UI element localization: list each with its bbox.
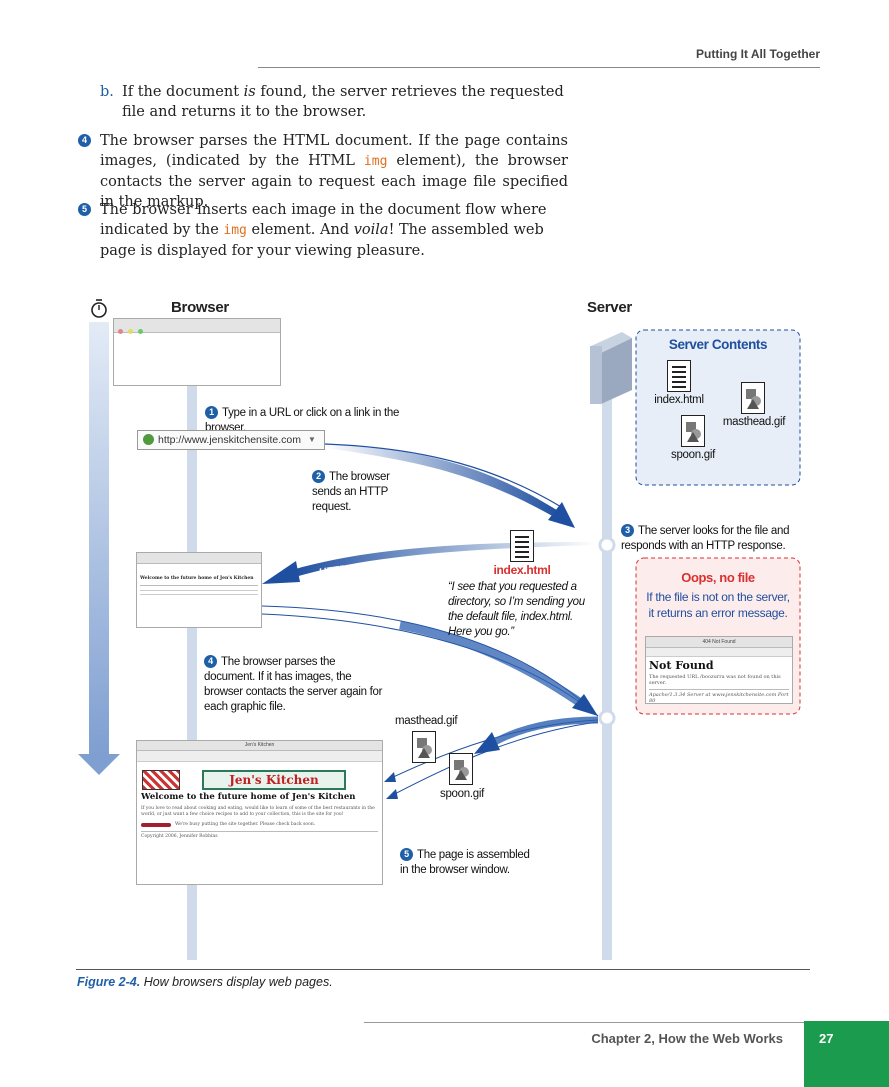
oops-text: If the file is not on the server, it ret… xyxy=(646,590,790,620)
item-5: The browser inserts each image in the do… xyxy=(100,200,568,261)
server-column-label: Server xyxy=(587,299,632,316)
error-window: 404 Not Found Not Found The requested UR… xyxy=(645,636,793,704)
spoon-transfer-icon xyxy=(449,753,473,785)
timeline-arrowhead xyxy=(78,754,120,775)
item-5-text-1: The browser inserts each image in the do… xyxy=(100,202,547,238)
masthead-gif-label: masthead.gif xyxy=(722,416,786,428)
final-page-body: If you love to read about cooking and ea… xyxy=(141,806,375,817)
page-number: 27 xyxy=(819,1031,834,1046)
masthead-gif-icon xyxy=(741,382,765,414)
globe-icon xyxy=(143,434,154,445)
masthead-transfer-icon xyxy=(412,731,436,763)
step5-text: The page is assembled in the browser win… xyxy=(400,849,530,876)
browser-window-empty xyxy=(113,318,281,386)
final-window-title: Jen's Kitchen xyxy=(137,741,382,751)
step3-text: The server looks for the file and respon… xyxy=(621,525,790,552)
image-response-arrows xyxy=(384,716,599,799)
item-5-code: img xyxy=(223,223,247,238)
response-file-label: index.html xyxy=(493,563,551,577)
browser-window-response: Welcome to the future home of Jen's Kitc… xyxy=(136,552,262,628)
footer-chapter: Chapter 2, How the Web Works xyxy=(591,1031,783,1046)
index-html-label: index.html xyxy=(654,394,704,406)
step5-number: 5 xyxy=(400,848,413,861)
server-node-2 xyxy=(598,709,616,727)
error-window-title: 404 Not Found xyxy=(646,637,792,648)
oops-title: Oops, no file xyxy=(681,570,755,585)
http-response-arrow xyxy=(262,542,596,584)
response-window-heading: Welcome to the future home of Jen's Kitc… xyxy=(140,576,254,581)
masthead-checker-icon xyxy=(142,770,180,790)
item-4-text-1: The browser parses the HTML document. If… xyxy=(100,133,568,169)
response-quote: “I see that you requested a directory, s… xyxy=(448,581,585,638)
item-b: b. If the document is found, the server … xyxy=(100,82,568,122)
final-page-copyright: Copyright 2006, Jennifer Robbins xyxy=(141,834,218,839)
masthead-image: Jen's Kitchen xyxy=(142,768,346,790)
header-rule xyxy=(258,67,820,68)
server-lifeline xyxy=(602,398,612,960)
bullet-5: 5 xyxy=(78,203,91,216)
item-4-text-2: element), the browser contacts the serve… xyxy=(100,153,568,210)
error-body: The requested URL /boozurra was not foun… xyxy=(649,674,781,686)
figure-caption: Figure 2-4. How browsers display web pag… xyxy=(77,975,333,989)
item-b-text-is: is xyxy=(243,84,256,100)
caption-rule xyxy=(76,969,810,970)
spoon-gif-label: spoon.gif xyxy=(671,449,715,461)
masthead-text: Jen's Kitchen xyxy=(202,770,346,790)
step2-number: 2 xyxy=(312,470,325,483)
spoon-line-text: We're busy putting the site together. Pl… xyxy=(175,822,316,827)
figure-caption-text: How browsers display web pages. xyxy=(140,975,333,989)
server-contents-title: Server Contents xyxy=(668,337,768,352)
dropdown-arrow-icon: ▼ xyxy=(308,435,316,444)
step4-request-arrows xyxy=(261,605,599,717)
browser-column-label: Browser xyxy=(171,299,229,316)
step3-number: 3 xyxy=(621,524,634,537)
browser-window-final: Jen's Kitchen Jen's Kitchen Welcome to t… xyxy=(136,740,383,885)
item-5-text-2: element. And xyxy=(246,222,354,238)
final-window-toolbar xyxy=(137,751,382,762)
item-5-text-voila: voila xyxy=(353,222,389,238)
timeline-shaft xyxy=(89,322,109,754)
figure-caption-label: Figure 2-4. xyxy=(77,975,141,989)
server-tower-icon xyxy=(590,332,632,404)
bullet-4: 4 xyxy=(78,134,91,147)
final-page-heading: Welcome to the future home of Jen's Kitc… xyxy=(141,792,356,802)
server-node-1 xyxy=(598,536,616,554)
item-5-text-3: ! The assembled web page is displayed fo… xyxy=(100,222,544,259)
browser-lifeline xyxy=(187,385,197,960)
item-b-text-2: found, the server retrieves the requeste… xyxy=(122,84,564,120)
item-4-code: img xyxy=(363,154,388,169)
browser-toolbar xyxy=(114,319,280,334)
stopwatch-icon xyxy=(91,299,107,318)
spoon-transfer-label: spoon.gif xyxy=(440,788,484,800)
error-footer: Apache/1.3.34 Server at www.jenskitchens… xyxy=(649,692,789,704)
footer-rule xyxy=(364,1022,804,1023)
item-b-text-1: If the document xyxy=(122,84,244,100)
url-text: http://www.jenskitchensite.com xyxy=(158,434,301,446)
step4-number: 4 xyxy=(204,655,217,668)
step2-text: The browser sends an HTTP request. xyxy=(312,471,390,513)
response-file-icon xyxy=(510,530,534,562)
spoon-image xyxy=(141,822,171,827)
running-header: Putting It All Together xyxy=(696,47,820,61)
response-window-toolbar xyxy=(137,553,261,564)
page-number-tab: 27 xyxy=(804,1021,889,1087)
error-heading: Not Found xyxy=(649,659,714,672)
step1-number: 1 xyxy=(205,406,218,419)
step4-text: The browser parses the document. If it h… xyxy=(204,656,383,713)
item-4: The browser parses the HTML document. If… xyxy=(100,131,568,212)
url-bar[interactable]: http://www.jenskitchensite.com ▼ xyxy=(137,430,325,450)
spoon-gif-icon xyxy=(681,415,705,447)
item-b-marker: b. xyxy=(100,84,114,100)
http-request-arrow xyxy=(324,443,575,528)
spoon-row: We're busy putting the site together. Pl… xyxy=(137,818,382,827)
index-html-file-icon xyxy=(667,360,691,392)
masthead-transfer-label: masthead.gif xyxy=(395,715,458,727)
